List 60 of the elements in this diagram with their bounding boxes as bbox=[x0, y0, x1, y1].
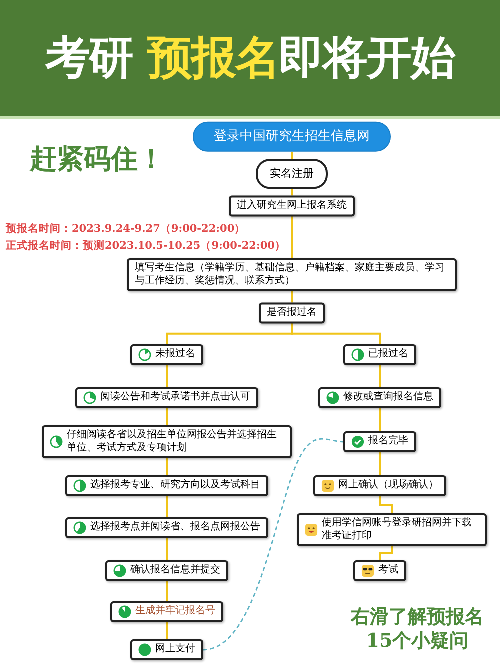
connector-line bbox=[291, 292, 293, 303]
connector-line bbox=[379, 496, 393, 514]
process-box bbox=[66, 518, 268, 538]
node-text: 生成并牢记报名号 bbox=[136, 606, 216, 618]
connector-line bbox=[166, 366, 168, 388]
process-box bbox=[42, 426, 292, 458]
process-box bbox=[130, 344, 204, 366]
process-box bbox=[229, 196, 355, 216]
node-text: 填写考生信息（学籍学历、基础信息、户籍档案、家庭主要成员、学习与工作经历、奖惩情况、联系方式） bbox=[135, 262, 446, 288]
node-text: 阅读公告和考试承诺书并点击认可 bbox=[100, 392, 250, 404]
process-box bbox=[297, 514, 487, 546]
process-box bbox=[76, 388, 258, 408]
node-text: 修改或查询报名信息 bbox=[344, 392, 434, 404]
node-text: 考试 bbox=[378, 564, 398, 578]
process-box bbox=[259, 302, 325, 324]
connector-line bbox=[291, 216, 293, 258]
node-text: 网上支付 bbox=[156, 644, 196, 656]
date-note: 预报名时间：2023.9.24-9.27（9:00-22:00） bbox=[6, 222, 246, 237]
connector-line bbox=[379, 546, 393, 560]
node-text: 确认报名信息并提交 bbox=[130, 564, 220, 578]
process-box bbox=[127, 258, 457, 292]
connector-line bbox=[166, 408, 168, 426]
connector-line bbox=[166, 458, 168, 476]
process-box bbox=[318, 388, 442, 408]
node-text: 实名注册 bbox=[270, 167, 314, 181]
rounded-step-box bbox=[256, 159, 328, 189]
process-box bbox=[314, 476, 446, 496]
node-text: 进入研究生网上报名系统 bbox=[237, 200, 347, 212]
node-text: 网上确认（现场确认） bbox=[338, 480, 438, 492]
node-text: 选择报考点并阅读省、报名点网报公告 bbox=[90, 522, 260, 534]
node-text: 仔细阅读各省以及招生单位网报公告并选择招生单位、考试方式及专项计划 bbox=[67, 430, 278, 454]
connector-line bbox=[379, 452, 381, 476]
swipe-hint-text: 右滑了解预报名15个小疑问 bbox=[350, 606, 485, 654]
process-box bbox=[344, 344, 416, 366]
process-box bbox=[344, 432, 416, 452]
node-text: 未报过名 bbox=[156, 348, 196, 362]
connector-line bbox=[291, 152, 293, 160]
dashed-connector bbox=[203, 438, 344, 651]
node-text: 是否报过名 bbox=[267, 306, 317, 320]
node-text: 登录中国研究生招生信息网 bbox=[214, 128, 370, 146]
connector-line bbox=[379, 366, 381, 388]
process-box bbox=[354, 560, 406, 582]
process-box bbox=[130, 640, 204, 660]
title: 考研 预报名即将开始 bbox=[45, 30, 455, 86]
connector-line bbox=[166, 496, 168, 518]
node-text: 使用学信网账号登录研招网并下载准考证打印 bbox=[322, 518, 473, 542]
connector-line bbox=[166, 622, 168, 640]
connector-line bbox=[379, 408, 381, 432]
process-box bbox=[66, 476, 268, 496]
connector-line bbox=[166, 538, 168, 560]
process-box bbox=[110, 602, 224, 622]
process-box bbox=[106, 560, 228, 582]
slogan-text: 赶紧码住！ bbox=[30, 143, 165, 177]
connector-line bbox=[166, 582, 168, 602]
start-pill bbox=[193, 122, 391, 152]
node-text: 选择报考专业、研究方向以及考试科目 bbox=[90, 480, 260, 492]
node-text: 已报过名 bbox=[368, 348, 408, 362]
connector-line bbox=[291, 323, 381, 344]
date-note: 正式报名时间：预测2023.10.5-10.25（9:00-22:00） bbox=[6, 239, 286, 254]
node-text: 报名完毕 bbox=[368, 436, 408, 448]
